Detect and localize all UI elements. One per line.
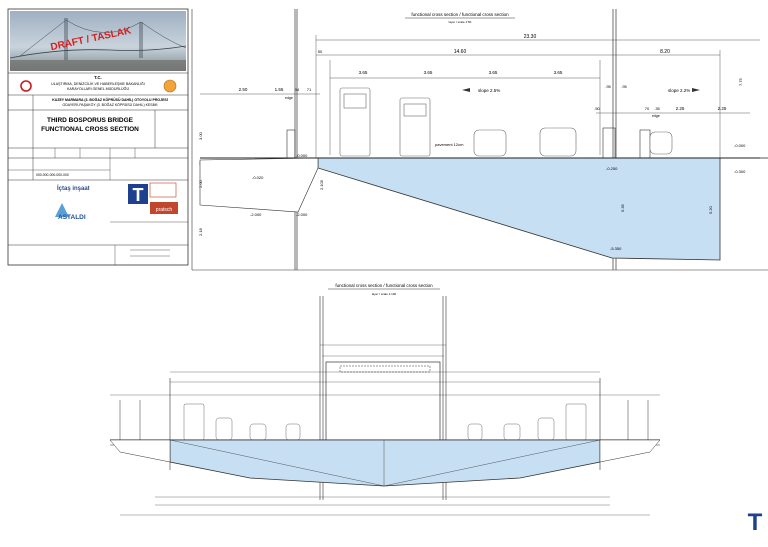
- vdim-6: 2.18: [198, 227, 203, 236]
- ministry-abbr: T.C.: [94, 75, 101, 80]
- level-4: -0.000: [296, 153, 308, 158]
- bottom-vehicles: [183, 403, 587, 441]
- lane-3: 3.65: [489, 70, 498, 75]
- level-6: -2.000: [250, 212, 262, 217]
- car-icon-left-2: [249, 423, 267, 441]
- level-5: -0.300: [734, 169, 746, 174]
- left-dim-2: 1.55: [275, 87, 284, 92]
- bottom-scale: layer / scale 1:100: [372, 292, 397, 296]
- drawing-number: 000-000-000-000-000: [36, 173, 69, 177]
- kgm-logo-icon: [163, 79, 177, 93]
- car-icon-left-1: [215, 417, 233, 441]
- pavement-label: pavement 12cm: [435, 142, 464, 147]
- car-icon-3: [649, 131, 673, 155]
- car-icon-right-3: [537, 417, 555, 441]
- bottom-box-girder: [169, 439, 601, 487]
- bridge-photo-content: [9, 18, 187, 60]
- contractor-ictas: İçtaş inşaat: [57, 185, 90, 192]
- dim-right: 8.20: [660, 49, 670, 55]
- vdim-2: 2.00: [198, 179, 203, 188]
- pratsch-logo-box: [150, 202, 178, 214]
- drawing-title-1: THIRD BOSPORUS BRIDGE: [47, 117, 134, 124]
- bottom-dimension-lines: [110, 344, 660, 516]
- dim-carriageway: 14.60: [454, 49, 467, 55]
- top-cross-section: functional cross section / functional cr…: [191, 9, 768, 271]
- truck-icon-left: [183, 403, 205, 441]
- corner-brand: T: [748, 507, 763, 536]
- lane-2: 3.65: [424, 70, 433, 75]
- top-vehicles: [339, 87, 673, 157]
- bottom-heading: functional cross section / functional cr…: [335, 283, 433, 288]
- slope-right-arrow-icon: [692, 88, 700, 92]
- top-cantilever-left: [199, 157, 319, 213]
- right-dim-1: .95: [605, 84, 611, 89]
- title-block: DRAFT / TASLAK T.C. ULAŞTIRMA, DENİZCİLİ…: [7, 8, 189, 266]
- slope-left-arrow-icon: [462, 88, 470, 92]
- ministry-name: ULAŞTIRMA, DENİZCİLİK VE HABERLEŞME BAKA…: [51, 81, 145, 86]
- dim-total: 23.30: [524, 34, 537, 40]
- left-dim-3: 54: [295, 87, 300, 92]
- corner-brand-letter: T: [748, 509, 763, 536]
- directorate-name: KARAYOLLARI GENEL MÜDÜRLÜĞÜ: [67, 86, 130, 91]
- partner-logo-icon: [149, 182, 177, 198]
- level-1: -0.000: [734, 143, 746, 148]
- right-dim-6: 2.25: [676, 106, 685, 111]
- bottom-cross-section: functional cross section / functional cr…: [109, 283, 661, 516]
- car-icon-right-2: [503, 423, 521, 441]
- right-dim-2: .95: [621, 84, 627, 89]
- right-dim-5: .35: [654, 106, 660, 111]
- right-dim-3: .50: [594, 106, 600, 111]
- left-dim-4: 71: [307, 87, 312, 92]
- dim-50: 50: [318, 49, 323, 54]
- slope-right: slope 2.2%: [668, 88, 690, 93]
- vdim-1: 3.00: [198, 131, 203, 140]
- lane-1: 3.65: [359, 70, 368, 75]
- vdim-4: 5.35: [620, 203, 625, 212]
- vdim-5: 5.20: [708, 205, 713, 214]
- vdim-3: 2.105: [319, 179, 324, 190]
- slope-left: slope 2.5%: [478, 88, 500, 93]
- car-icon-2: [539, 127, 577, 157]
- t-brand-logo-icon: [128, 184, 148, 204]
- contractor-astaldi: ASTALDI: [58, 214, 86, 221]
- car-icon-right-1: [467, 423, 483, 441]
- car-icon-1: [473, 129, 507, 157]
- lane-4: 3.65: [554, 70, 563, 75]
- left-dim-1: 2.50: [239, 87, 248, 92]
- project-line-1: KUZEY MARMARA (3. BOĞAZ KÖPRÜSÜ DAHİL) O…: [52, 97, 167, 102]
- designer-pratsch: pratsch: [156, 207, 173, 213]
- level-8: -5.350: [610, 246, 622, 251]
- truck-icon-right: [565, 403, 587, 441]
- right-dim-8: 7.75: [738, 77, 743, 86]
- edge-label-left: edge: [285, 96, 293, 100]
- level-7: -2.000: [296, 212, 308, 217]
- ministry-logo-icon: [20, 80, 32, 92]
- project-line-2: ODAYERİ-PAŞAKÖY (3. BOĞAZ KÖPRÜSÜ DAHİL)…: [63, 102, 158, 107]
- edge-label-right: edge: [652, 114, 660, 118]
- top-box-girder: [317, 157, 721, 261]
- t-brand-letter: T: [133, 185, 144, 205]
- right-dim-7: 2.25: [718, 106, 727, 111]
- drawing-title-2: FUNCTIONAL CROSS SECTION: [41, 126, 139, 133]
- top-heading: functional cross section / functional cr…: [411, 12, 509, 17]
- top-scale: layer / scale 1:50: [449, 20, 472, 24]
- astaldi-logo-icon: [55, 203, 69, 217]
- car-icon-left-3: [285, 423, 301, 441]
- level-3: -0.250: [606, 166, 618, 171]
- level-2: -0.020: [252, 175, 264, 180]
- right-dim-4: 70: [645, 106, 650, 111]
